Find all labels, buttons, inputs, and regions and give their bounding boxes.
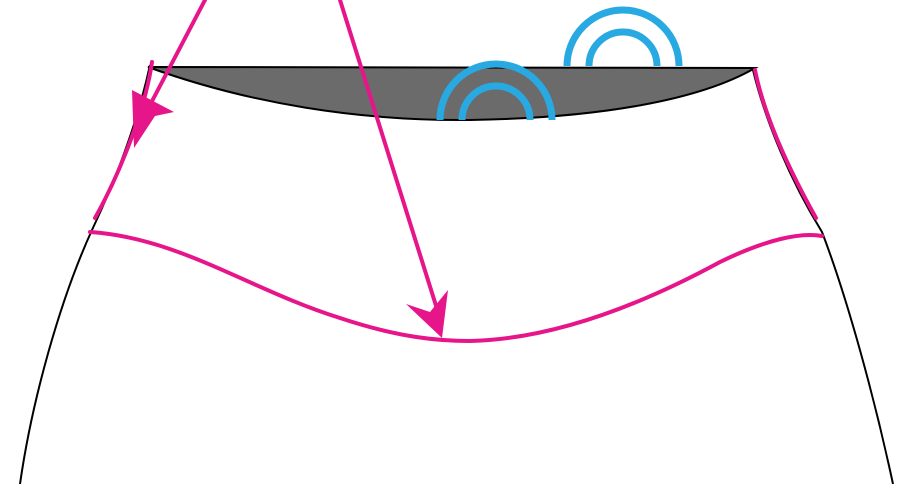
arrow-shaft-center xyxy=(338,0,440,314)
waistband xyxy=(147,66,759,122)
right-side-seam-mark xyxy=(753,68,818,220)
arrowhead-center xyxy=(406,290,448,338)
new-hip-curve xyxy=(88,230,824,344)
left-side-seam-mark xyxy=(93,60,154,220)
left-hip-seam xyxy=(19,64,151,484)
arrowheads xyxy=(132,90,448,338)
arch-button-icon xyxy=(436,60,556,121)
alteration-marks xyxy=(88,0,824,344)
arch-button-icon xyxy=(563,6,683,67)
garment-outline xyxy=(19,64,894,484)
arrowhead-left xyxy=(132,90,174,148)
arrow-shaft-left xyxy=(148,0,207,107)
